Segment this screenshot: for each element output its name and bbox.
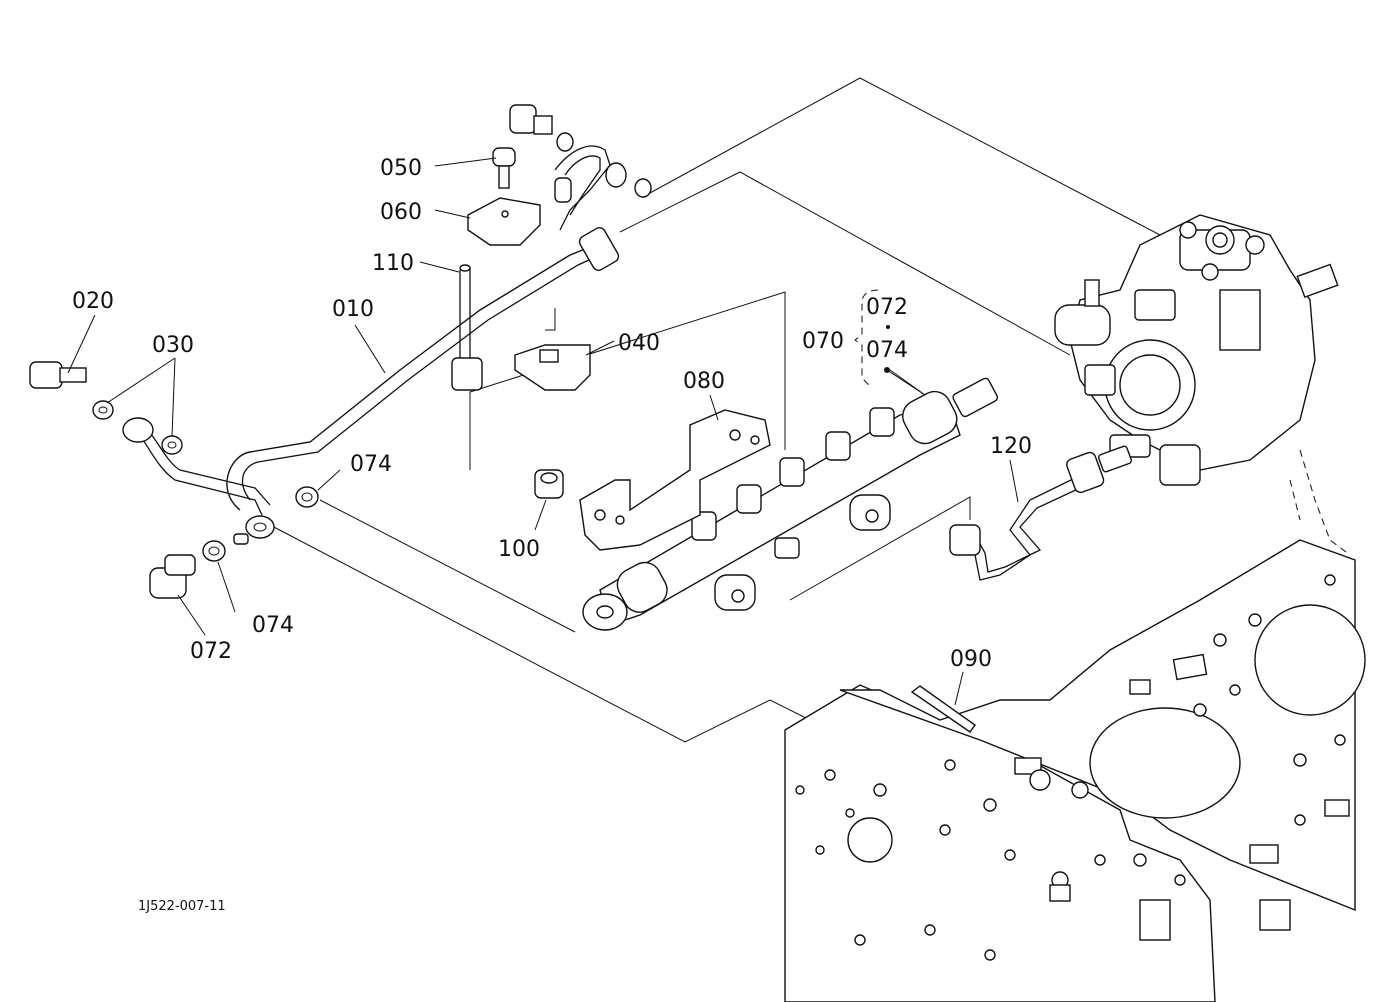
banjo-bolt-020 — [29, 361, 87, 389]
washer-074-b — [202, 540, 226, 562]
label-074-b: 074 — [252, 613, 294, 638]
small-pin — [233, 533, 249, 545]
fuel-pipe-120 — [949, 445, 1133, 581]
label-072-a: 072 — [190, 639, 232, 664]
fuel-rail — [582, 377, 999, 631]
label-100: 100 — [498, 537, 540, 562]
separator-dot — [886, 325, 890, 329]
rail-bracket-080 — [579, 409, 771, 551]
injector-pipe-bolt — [509, 104, 652, 198]
bolt-050 — [492, 147, 516, 189]
label-110: 110 — [372, 251, 414, 276]
injection-pump — [1054, 214, 1339, 486]
nut-100 — [534, 469, 564, 499]
label-072-b: 072 — [866, 295, 908, 320]
fuel-pipe-010 — [226, 145, 620, 511]
label-030: 030 — [152, 333, 194, 358]
assembly-reference-lines — [269, 77, 1161, 743]
leak-off-pipe-110 — [451, 264, 483, 391]
label-050: 050 — [380, 156, 422, 181]
label-040: 040 — [618, 331, 660, 356]
rail-outlet-fittings — [691, 407, 895, 559]
clamp-060 — [467, 197, 541, 246]
label-074-a: 074 — [350, 452, 392, 477]
label-010: 010 — [332, 297, 374, 322]
leader-lines — [67, 157, 1019, 706]
washer-030-b — [161, 435, 183, 455]
washer-074-a — [295, 486, 319, 508]
plug-072 — [149, 554, 196, 599]
stud-090 — [910, 685, 976, 733]
label-020: 020 — [72, 289, 114, 314]
clamp-040 — [514, 344, 591, 391]
label-060: 060 — [380, 200, 422, 225]
return-pipe-banjo — [122, 417, 275, 539]
label-080: 080 — [683, 369, 725, 394]
label-070: 070 — [802, 329, 844, 354]
label-074-c: 074 — [866, 338, 908, 363]
part-labels: 020 030 050 060 110 010 040 080 074 100 … — [72, 156, 1032, 672]
engine-block — [784, 449, 1366, 1002]
label-090: 090 — [950, 647, 992, 672]
washer-030-a — [92, 400, 114, 420]
label-120: 120 — [990, 434, 1032, 459]
drawing-code: 1J522-007-11 — [138, 899, 226, 914]
